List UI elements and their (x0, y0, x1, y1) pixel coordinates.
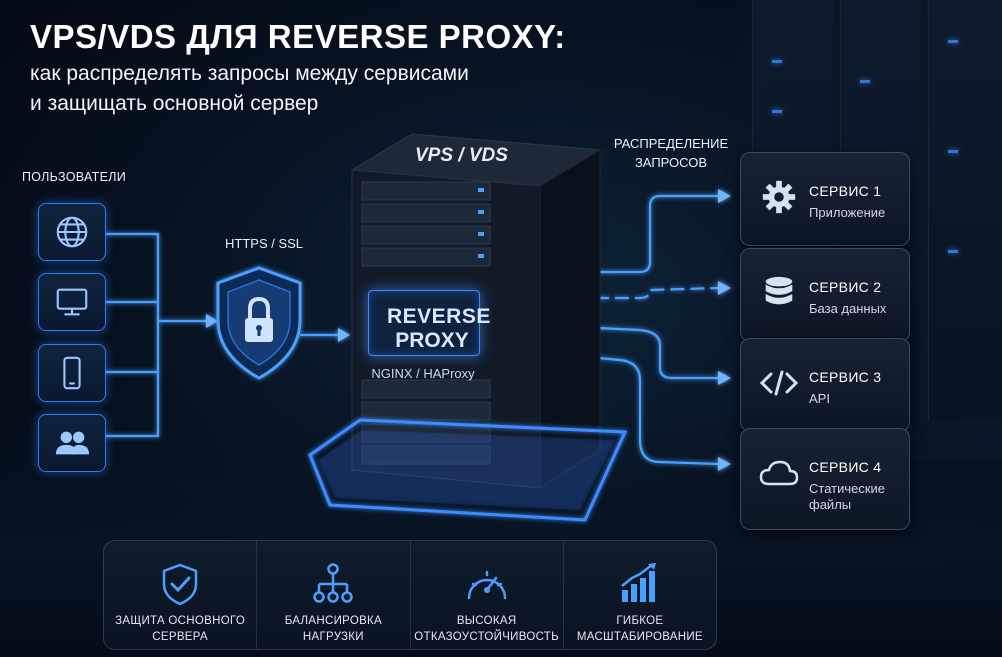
service-1-desc: Приложение (809, 205, 886, 220)
rack-led (948, 150, 958, 153)
distribution-label-line-2: ЗАПРОСОВ (634, 155, 708, 170)
speedometer-icon (463, 561, 511, 607)
arrow-head (718, 371, 731, 385)
feature-line-2: СЕРВЕРА (152, 631, 208, 643)
distribution-label-line-1: РАСПРЕДЕЛЕНИЕ (613, 136, 729, 151)
feature-line-2: ОТКАЗОУСТОЙЧИВОСТЬ (414, 631, 559, 643)
shield-check-icon (156, 561, 204, 607)
rack-led (772, 60, 782, 63)
route-service-2 (534, 286, 719, 300)
service-card-2: СЕРВИС 2 База данных (740, 248, 910, 342)
route-service-1 (534, 194, 718, 274)
reverse-proxy-label-line-1: REVERSE (387, 305, 491, 328)
rack-led (860, 80, 870, 83)
feature-line-2: МАСШТАБИРОВАНИЕ (576, 631, 703, 643)
arrow-head (718, 457, 731, 471)
feature-scaling: ГИБКОЕ МАСШТАБИРОВАНИЕ (564, 541, 716, 649)
feature-text: БАЛАНСИРОВКА НАГРУЗКИ (257, 613, 409, 645)
feature-text: ЗАЩИТА ОСНОВНОГО СЕРВЕРА (104, 613, 256, 645)
https-ssl-label: HTTPS / SSL (225, 236, 304, 251)
arrow-head (206, 314, 218, 328)
arrow-head (338, 328, 350, 342)
feature-text: ВЫСОКАЯ ОТКАЗОУСТОЙЧИВОСТЬ (411, 613, 563, 645)
rack-led (948, 250, 958, 253)
feature-text: ГИБКОЕ МАСШТАБИРОВАНИЕ (564, 613, 716, 645)
server-base-glow (308, 418, 628, 522)
feature-line-1: ГИБКОЕ (616, 615, 664, 627)
gear-icon (757, 175, 801, 219)
route-service-4 (534, 350, 719, 466)
feature-protection: ЗАЩИТА ОСНОВНОГО СЕРВЕРА (104, 541, 258, 649)
proxy-software-label: NGINX / HAProxy (371, 366, 475, 381)
feature-line-1: ВЫСОКАЯ (456, 615, 517, 627)
user-link-4 (104, 372, 160, 438)
shield-lock-icon (216, 266, 302, 380)
user-card-group (38, 414, 106, 472)
user-link-1 (104, 232, 160, 321)
service-card-1: СЕРВИС 1 Приложение (740, 152, 910, 246)
users-label: ПОЛЬЗОВАТЕЛИ (22, 170, 127, 184)
service-2-title: СЕРВИС 2 (809, 279, 882, 295)
feature-line-1: ЗАЩИТА ОСНОВНОГО (115, 615, 246, 627)
service-4-title: СЕРВИС 4 (809, 459, 882, 475)
service-card-4: СЕРВИС 4 Статические файлы (740, 428, 910, 530)
arrow-head (718, 189, 731, 203)
distribution-label: РАСПРЕДЕЛЕНИЕ ЗАПРОСОВ (610, 134, 732, 172)
monitor-icon (56, 288, 88, 316)
service-2-desc: База данных (809, 301, 887, 316)
service-4-desc: Статические файлы (809, 481, 886, 512)
features-panel: ЗАЩИТА ОСНОВНОГО СЕРВЕРА БАЛАНСИРОВКА НА… (103, 540, 717, 650)
server-rack (928, 0, 1002, 420)
rack-led (772, 110, 782, 113)
user-link-3 (104, 321, 160, 374)
smartphone-icon (63, 356, 81, 390)
code-icon (757, 361, 801, 405)
user-card-desktop (38, 273, 106, 331)
growth-chart-icon (616, 561, 664, 607)
service-card-3: СЕРВИС 3 API (740, 338, 910, 432)
feature-line-1: БАЛАНСИРОВКА (284, 615, 383, 627)
cloud-icon (757, 451, 801, 495)
vps-vds-label: VPS / VDS (415, 145, 508, 166)
load-balance-icon (309, 561, 357, 607)
subtitle-line-1: как распределять запросы между сервисами (30, 62, 469, 85)
globe-icon (56, 216, 88, 248)
service-1-title: СЕРВИС 1 (809, 183, 882, 199)
reverse-proxy-label-line-2: PROXY (395, 329, 469, 352)
arrow-head (718, 281, 731, 295)
user-card-mobile (38, 344, 106, 402)
feature-line-2: НАГРУЗКИ (302, 631, 364, 643)
subtitle-line-2: и защищать основной сервер (30, 92, 319, 115)
service-3-desc: API (809, 391, 830, 406)
users-group-icon (55, 431, 90, 455)
rack-led (948, 40, 958, 43)
feature-fault-tolerance: ВЫСОКАЯ ОТКАЗОУСТОЙЧИВОСТЬ (411, 541, 564, 649)
database-icon (757, 271, 801, 315)
page-title: VPS/VDS ДЛЯ REVERSE PROXY: (30, 18, 566, 55)
feature-balancing: БАЛАНСИРОВКА НАГРУЗКИ (257, 541, 411, 649)
route-service-3 (534, 323, 718, 380)
reverse-proxy-panel (368, 290, 480, 356)
user-card-web (38, 203, 106, 261)
service-3-title: СЕРВИС 3 (809, 369, 882, 385)
